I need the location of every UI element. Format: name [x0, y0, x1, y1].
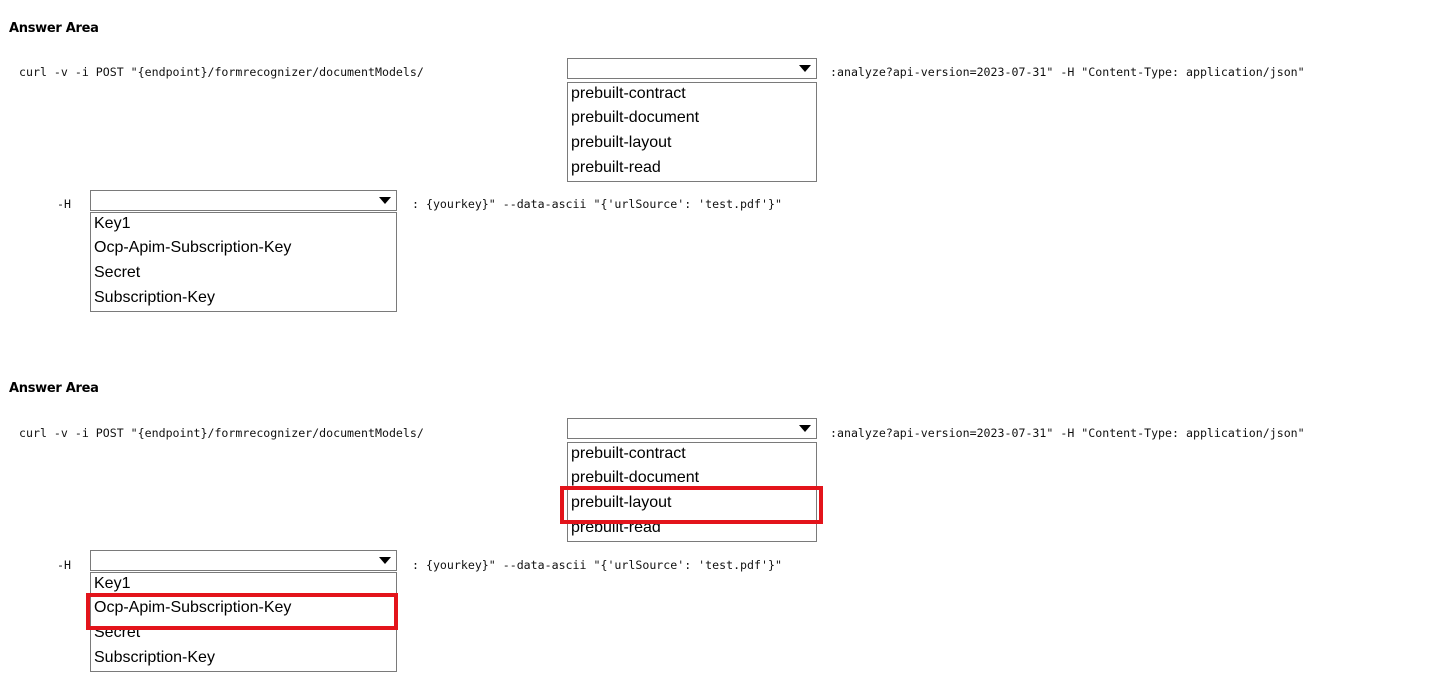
header-option-ocp-apim-subscription-key[interactable]: Ocp-Apim-Subscription-Key [94, 239, 292, 256]
answer-area-1: Answer Area curl -v -i POST "{endpoint}/… [0, 0, 1449, 340]
model-dropdown-list: prebuilt-contract prebuilt-document preb… [567, 82, 817, 182]
model-option-prebuilt-contract[interactable]: prebuilt-contract [571, 445, 686, 462]
caret-down-icon[interactable] [379, 557, 391, 564]
header-option-subscription-key[interactable]: Subscription-Key [94, 649, 215, 666]
model-dropdown-select[interactable] [567, 418, 817, 439]
header-option-key1[interactable]: Key1 [94, 575, 131, 592]
header-suffix: : {yourkey}" --data-ascii "{'urlSource':… [412, 558, 782, 572]
model-option-prebuilt-contract[interactable]: prebuilt-contract [571, 85, 686, 102]
model-option-prebuilt-document[interactable]: prebuilt-document [571, 109, 700, 126]
model-option-prebuilt-read[interactable]: prebuilt-read [571, 159, 661, 176]
answer-area-heading: Answer Area [9, 381, 99, 396]
header-option-subscription-key[interactable]: Subscription-Key [94, 289, 215, 306]
header-dropdown[interactable]: Key1 Ocp-Apim-Subscription-Key Secret Su… [90, 190, 397, 313]
curl-command-suffix: :analyze?api-version=2023-07-31" -H "Con… [830, 65, 1305, 79]
model-dropdown[interactable]: prebuilt-contract prebuilt-document preb… [567, 418, 817, 543]
caret-down-icon[interactable] [379, 197, 391, 204]
model-option-prebuilt-layout[interactable]: prebuilt-layout [571, 494, 672, 511]
answer-area-2: Answer Area curl -v -i POST "{endpoint}/… [0, 360, 1449, 685]
header-option-ocp-apim-subscription-key[interactable]: Ocp-Apim-Subscription-Key [94, 599, 292, 616]
caret-down-icon[interactable] [799, 425, 811, 432]
answer-area-heading: Answer Area [9, 21, 99, 36]
caret-down-icon[interactable] [799, 65, 811, 72]
answer-highlight-header [86, 593, 398, 630]
header-flag: -H [57, 558, 71, 572]
curl-command-suffix: :analyze?api-version=2023-07-31" -H "Con… [830, 426, 1305, 440]
curl-command-prefix: curl -v -i POST "{endpoint}/formrecogniz… [19, 426, 424, 440]
header-dropdown-list: Key1 Ocp-Apim-Subscription-Key Secret Su… [90, 212, 397, 312]
header-option-key1[interactable]: Key1 [94, 215, 131, 232]
curl-command-prefix: curl -v -i POST "{endpoint}/formrecogniz… [19, 65, 424, 79]
header-dropdown-select[interactable] [90, 550, 397, 571]
model-dropdown-select[interactable] [567, 58, 817, 79]
header-flag: -H [57, 197, 71, 211]
header-option-secret[interactable]: Secret [94, 264, 141, 281]
answer-highlight-model [560, 486, 823, 524]
model-dropdown[interactable]: prebuilt-contract prebuilt-document preb… [567, 58, 817, 183]
model-option-prebuilt-layout[interactable]: prebuilt-layout [571, 134, 672, 151]
model-option-prebuilt-document[interactable]: prebuilt-document [571, 469, 700, 486]
header-suffix: : {yourkey}" --data-ascii "{'urlSource':… [412, 197, 782, 211]
header-dropdown-select[interactable] [90, 190, 397, 211]
